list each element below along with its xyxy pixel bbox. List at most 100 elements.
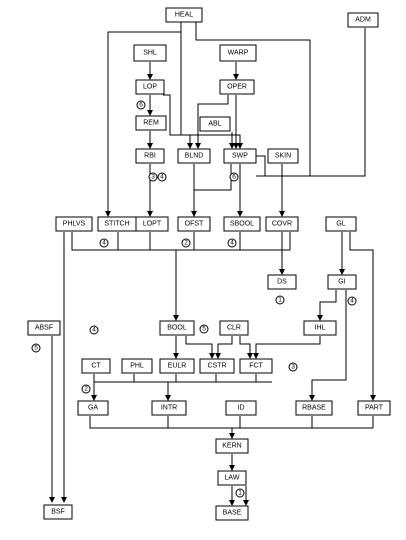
module-label: PHL [130,363,144,370]
module-label: BOOL [167,325,187,332]
module-label: DS [277,279,287,286]
module-part[interactable]: PART [357,400,391,416]
marker-swp-6: 6 [229,172,239,182]
module-intr[interactable]: INTR [151,400,187,416]
marker-label: 3 [151,174,155,181]
module-label: RBASE [302,405,326,412]
module-id[interactable]: ID [225,400,257,416]
module-clr[interactable]: CLR [219,320,249,336]
module-sbool[interactable]: SBOOL [223,216,261,232]
marker-label: 4 [92,327,96,334]
module-label: COVR [272,221,292,228]
module-warp[interactable]: WARP [219,44,257,62]
module-lopt[interactable]: LOPT [135,216,169,232]
module-label: LOP [143,84,157,91]
module-label: HEAL [175,12,193,19]
module-label: CLR [227,325,241,332]
marker-label: 4 [102,240,106,247]
marker-label: 2 [184,240,188,247]
module-swp[interactable]: SWP [223,148,257,164]
module-label: PHLVS [63,221,86,228]
module-label: OPER [227,84,247,91]
marker-rem-6: 6 [136,100,146,110]
module-skin[interactable]: SKIN [267,148,299,164]
module-label: GI [338,279,345,286]
module-label: BLND [185,153,204,160]
module-label: RBI [144,153,156,160]
module-label: OFST [185,221,204,228]
module-phlvs[interactable]: PHLVS [55,216,93,232]
connection-lines [49,22,376,506]
module-blnd[interactable]: BLND [177,148,211,164]
module-cstr[interactable]: CSTR [199,358,235,374]
module-label: WARP [228,50,249,57]
module-phl[interactable]: PHL [121,358,153,374]
module-label: STITCH [104,221,129,228]
module-label: REM [143,120,159,127]
module-label: PART [365,405,384,412]
module-label: SWP [232,153,248,160]
module-label: CT [91,363,101,370]
module-label: SBOOL [230,221,254,228]
marker-absf-5: 5 [31,343,41,353]
module-label: ABL [208,121,221,128]
module-adm[interactable]: ADM [347,12,379,28]
marker-ct-4: 4 [89,325,99,335]
module-label: GL [336,221,345,228]
module-eulr[interactable]: EULR [159,358,195,374]
marker-sbool-4: 4 [227,238,237,248]
module-label: SKIN [275,153,291,160]
module-bsf[interactable]: BSF [43,504,73,520]
module-label: ADM [355,17,371,24]
module-label: LOPT [143,221,162,228]
module-label: INTR [161,405,177,412]
module-shl[interactable]: SHL [133,44,167,62]
module-heal[interactable]: HEAL [165,7,203,23]
module-label: EULR [168,363,187,370]
module-label: CSTR [207,363,226,370]
module-covr[interactable]: COVR [265,216,299,232]
module-ds[interactable]: DS [267,274,297,290]
module-ofst[interactable]: OFST [177,216,211,232]
module-fct[interactable]: FCT [239,358,273,374]
module-label: GA [88,405,98,412]
module-label: ABSF [35,325,53,332]
module-rbase[interactable]: RBASE [295,400,333,416]
module-law[interactable]: LAW [217,470,247,486]
module-ga[interactable]: GA [77,400,109,416]
module-gl[interactable]: GL [325,216,357,232]
marker-label: 3 [291,364,295,371]
module-absf[interactable]: ABSF [27,320,61,336]
module-label: BASE [223,510,242,517]
marker-base-1: 1 [235,488,245,498]
marker-ofst-2: 2 [181,238,191,248]
marker-label: 6 [232,174,236,181]
marker-rbi-4: 4 [157,172,167,182]
marker-bool-5: 5 [199,324,209,334]
marker-ds-1: 1 [275,295,285,305]
module-lop[interactable]: LOP [135,79,165,95]
marker-label: 4 [350,298,354,305]
module-label: FCT [249,363,263,370]
marker-ga-2: 2 [81,384,91,394]
module-label: KERN [222,443,241,450]
marker-label: 2 [84,386,88,393]
module-rbi[interactable]: RBI [135,148,165,164]
module-gi[interactable]: GI [327,274,357,290]
module-base[interactable]: BASE [215,505,249,521]
module-label: IHL [315,325,326,332]
marker-label: 1 [238,490,242,497]
module-label: BSF [51,509,65,516]
module-bool[interactable]: BOOL [159,320,195,336]
marker-label: 4 [160,174,164,181]
module-ct[interactable]: CT [81,358,111,374]
module-stitch[interactable]: STITCH [97,216,137,232]
module-rem[interactable]: REM [135,115,167,131]
module-oper[interactable]: OPER [219,79,255,95]
module-kern[interactable]: KERN [215,438,249,454]
module-ihl[interactable]: IHL [303,320,337,336]
marker-rbase-3: 3 [288,362,298,372]
module-abl[interactable]: ABL [199,116,231,132]
marker-stitch-4: 4 [99,238,109,248]
